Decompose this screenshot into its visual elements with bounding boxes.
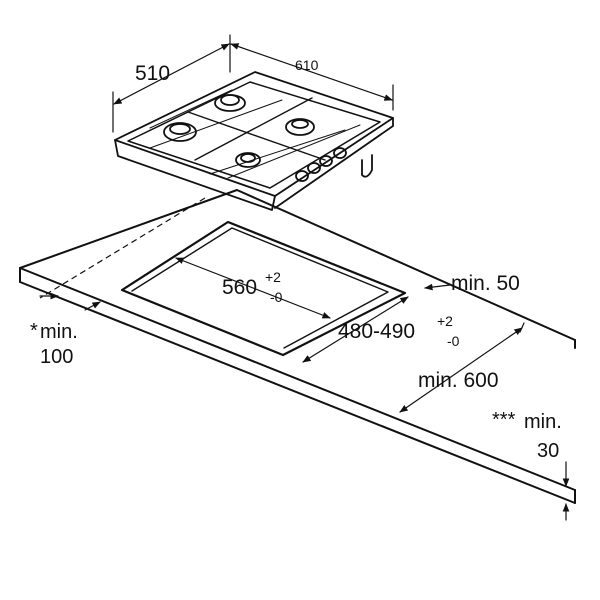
burner-front-left: [163, 122, 197, 142]
dim-min30-min: min.: [524, 411, 562, 433]
dim-480-tol-minus: -0: [447, 333, 460, 349]
dim-560-tol-plus: +2: [265, 269, 281, 285]
dim-510-label: 510: [135, 62, 170, 85]
dim-560-tol-minus: -0: [270, 289, 283, 305]
burner-back-left: [214, 94, 246, 112]
knob-1: [295, 170, 309, 182]
dim-min30-value: 30: [537, 440, 559, 462]
dim-min50-label: min. 50: [451, 272, 520, 295]
dim-480-tol-plus: +2: [437, 313, 453, 329]
dim-min600: [399, 322, 525, 413]
gas-hob: [114, 71, 394, 211]
dim-510: [112, 34, 231, 133]
knob-3: [319, 155, 333, 167]
dim-min50-arrow: [424, 283, 451, 291]
dim-480-label: 480-490: [338, 320, 415, 343]
dim-min100-star: *: [30, 320, 38, 342]
dim-min30-stars: ***: [492, 409, 516, 431]
knob-4: [333, 147, 347, 159]
countertop: [19, 189, 576, 504]
burner-front-right: [235, 152, 261, 168]
gas-connector: [361, 154, 373, 178]
dim-min100-value: 100: [40, 346, 73, 368]
dim-560-label: 560: [222, 276, 257, 299]
dim-610: [230, 43, 394, 111]
dim-480-arrow: [302, 296, 409, 363]
knob-2: [307, 162, 321, 174]
guide-line: [39, 197, 206, 299]
dim-min600-label: min. 600: [418, 369, 499, 392]
dim-min100-min: min.: [40, 321, 78, 343]
dim-min100: [39, 292, 101, 311]
dim-610-label: 610: [295, 57, 319, 73]
burner-back-right: [285, 118, 315, 136]
